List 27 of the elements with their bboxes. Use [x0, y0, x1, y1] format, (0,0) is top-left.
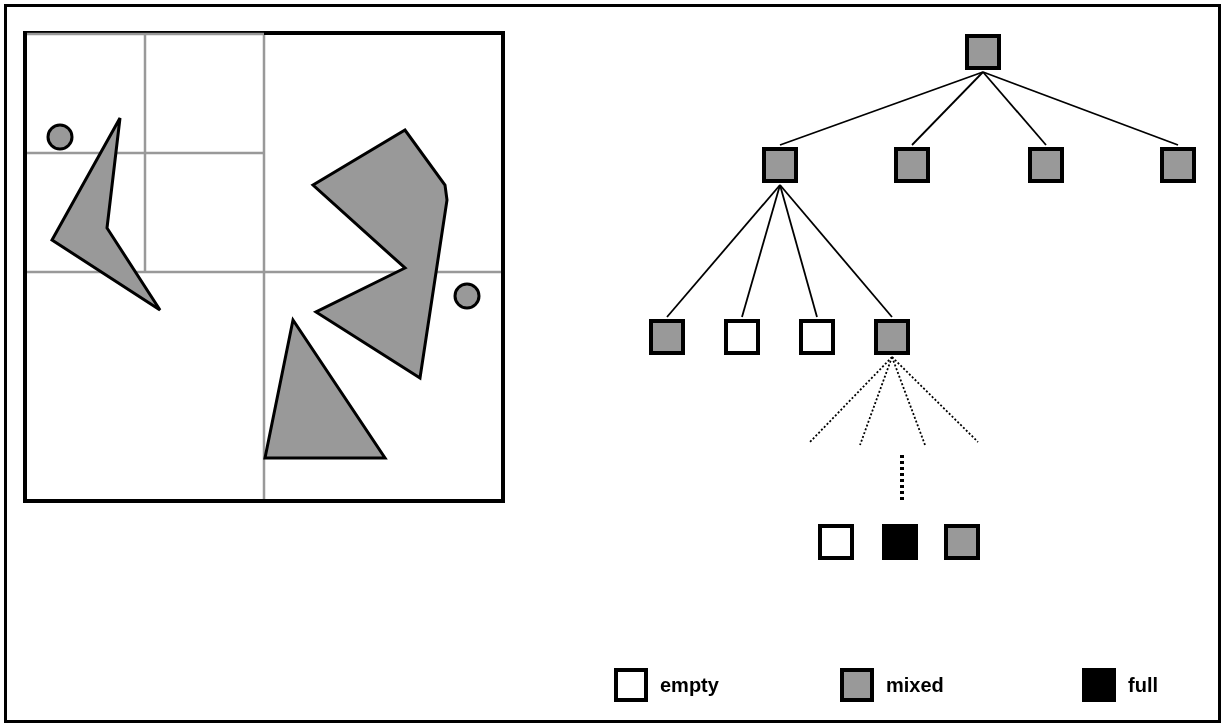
square-node — [1160, 147, 1196, 183]
square-node — [649, 319, 685, 355]
square-node — [944, 524, 980, 560]
connector-line — [982, 71, 1047, 146]
legend-label: full — [1128, 673, 1158, 697]
square-node — [894, 147, 930, 183]
square-node — [874, 319, 910, 355]
square-node — [799, 319, 835, 355]
connector-line — [911, 71, 984, 146]
square-node — [882, 524, 918, 560]
square-node — [724, 319, 760, 355]
dotted-connector — [809, 356, 893, 443]
connector-line — [666, 184, 781, 318]
square-node — [762, 147, 798, 183]
dotted-connector — [891, 356, 926, 446]
square-node — [965, 34, 1001, 70]
connector-line — [741, 184, 781, 318]
connector-line — [779, 184, 893, 318]
square-node — [818, 524, 854, 560]
square-node — [1028, 147, 1064, 183]
legend-label: empty — [660, 673, 719, 697]
connector-line — [982, 71, 1179, 146]
connector-line — [779, 71, 984, 146]
connector-line — [779, 184, 818, 318]
dotted-connector — [859, 356, 893, 446]
legend-label: mixed — [886, 673, 944, 697]
dotted-connector — [891, 356, 979, 443]
